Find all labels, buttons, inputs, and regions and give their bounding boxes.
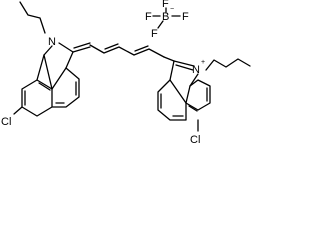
left-nitrogen-label: N xyxy=(48,36,56,48)
bf-bond-bottom xyxy=(157,20,164,29)
fluorine-label-right: F xyxy=(182,11,189,23)
right-ring-c8b-junction xyxy=(185,85,191,104)
right-double-bond-4 xyxy=(188,105,198,112)
right-benzindolium: N + Cl xyxy=(157,58,251,146)
chemical-structure-diagram: N Cl N + Cl xyxy=(1,0,251,146)
chain-double-bond-2 xyxy=(134,45,149,52)
left-ring-c8-c8b xyxy=(36,54,45,81)
left-benzindole: N Cl xyxy=(1,1,80,128)
left-c2-c2a-bond xyxy=(65,51,74,69)
boron-label: B xyxy=(162,11,169,23)
left-chlorine-label: Cl xyxy=(1,116,11,128)
exocyclic-double-bond-b xyxy=(73,42,91,49)
chain-double-bond-1 xyxy=(104,43,119,50)
left-c8b-n-bond xyxy=(43,45,53,56)
left-n-c2-bond xyxy=(58,42,74,53)
fluorine-label-top: F xyxy=(162,0,169,10)
right-c2-n-bond xyxy=(173,60,195,67)
left-naphthalene-outer xyxy=(21,67,80,117)
right-nitrogen-label: N xyxy=(192,64,200,76)
right-ring-c2a-c8b xyxy=(169,79,187,104)
right-nitrogen-charge: + xyxy=(201,59,205,66)
left-butyl-chain xyxy=(19,1,46,34)
chain-to-right-ring xyxy=(163,56,175,62)
right-n-c8b-bond xyxy=(189,73,199,87)
methine-chain xyxy=(89,44,165,58)
right-c2-n-double xyxy=(175,64,194,71)
right-c2-c2a-bond xyxy=(169,60,175,81)
left-c-cl-bond xyxy=(13,106,23,115)
boron-charge: − xyxy=(170,6,174,13)
left-ring-c8b-c2a xyxy=(51,67,67,90)
right-butyl-chain xyxy=(205,58,251,71)
right-chlorine-label: Cl xyxy=(190,134,200,146)
exocyclic-double-bond-a xyxy=(72,46,91,53)
left-double-bond-4 xyxy=(38,82,51,91)
tetrafluoroborate-anion: B − F F F F xyxy=(145,0,189,40)
left-ring-c8a-c8b xyxy=(43,54,53,90)
fluorine-label-bottom: F xyxy=(151,28,158,40)
polymethine-chain xyxy=(72,42,175,62)
fluorine-label-left: F xyxy=(145,11,152,23)
structure-canvas: N Cl N + Cl xyxy=(1,0,251,146)
